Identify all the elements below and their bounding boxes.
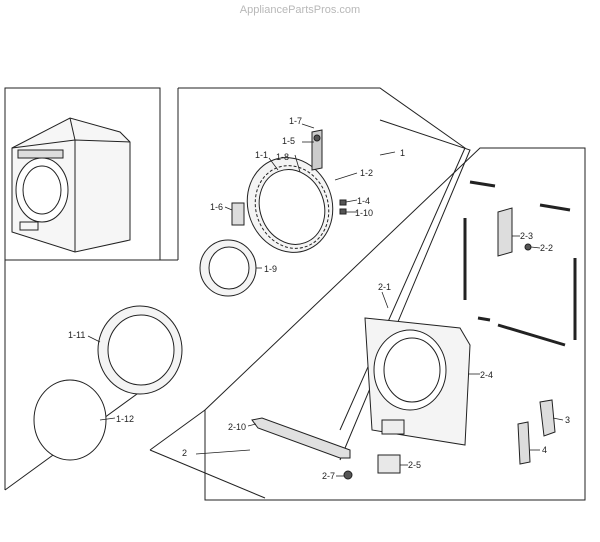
label-2-1: 2-1 [378,282,391,292]
label-1-6: 1-6 [210,202,223,212]
front-panel-2-4 [364,317,471,446]
label-1-7: 1-7 [289,116,302,126]
door-glass-1-12 [33,379,107,461]
latch-1-7 [311,129,323,171]
bracket-2-10 [251,417,351,459]
callout-labels: 1-7 1-5 1-1 1-8 1-2 1 1-4 1-10 1-6 1-9 1… [68,116,570,481]
door-glass-ring-1-11 [97,305,183,395]
label-2-2: 2-2 [540,243,553,253]
label-1-9: 1-9 [264,264,277,274]
label-1-11: 1-11 [68,330,85,340]
label-1-12: 1-12 [116,414,134,424]
label-1-8: 1-8 [276,152,289,162]
label-1-2: 1-2 [360,168,373,178]
hinge-1-6 [231,202,245,226]
part-2-2 [524,243,532,251]
label-3: 3 [565,415,570,425]
label-1-4: 1-4 [357,196,370,206]
part-2-7 [343,470,353,480]
door-frame-1-8 [246,157,334,253]
label-1-1: 1-1 [255,150,268,160]
label-1-5: 1-5 [282,136,295,146]
label-2: 2 [182,448,187,458]
part-2-5 [377,454,401,474]
part-1-4 [339,199,347,206]
label-2-4: 2-4 [480,370,493,380]
washer-unit-illustration [11,117,131,253]
washer-inset-box [4,87,161,261]
label-1-10: 1-10 [355,208,373,218]
part-4 [517,421,531,465]
part-1-10 [339,208,347,215]
rails [463,180,577,347]
group-1-outline [178,87,466,431]
label-2-3: 2-3 [520,231,533,241]
gasket-1-9 [199,239,257,297]
label-2-5: 2-5 [408,460,421,470]
bracket-2-3 [497,207,513,257]
label-2-10: 2-10 [228,422,246,432]
group-2-outline [204,147,586,501]
part-3 [539,399,556,437]
leader-lines [87,123,564,477]
label-2-7: 2-7 [322,471,335,481]
label-1: 1 [400,148,405,158]
watermark: AppliancePartsPros.com [239,4,361,16]
label-4: 4 [542,445,547,455]
